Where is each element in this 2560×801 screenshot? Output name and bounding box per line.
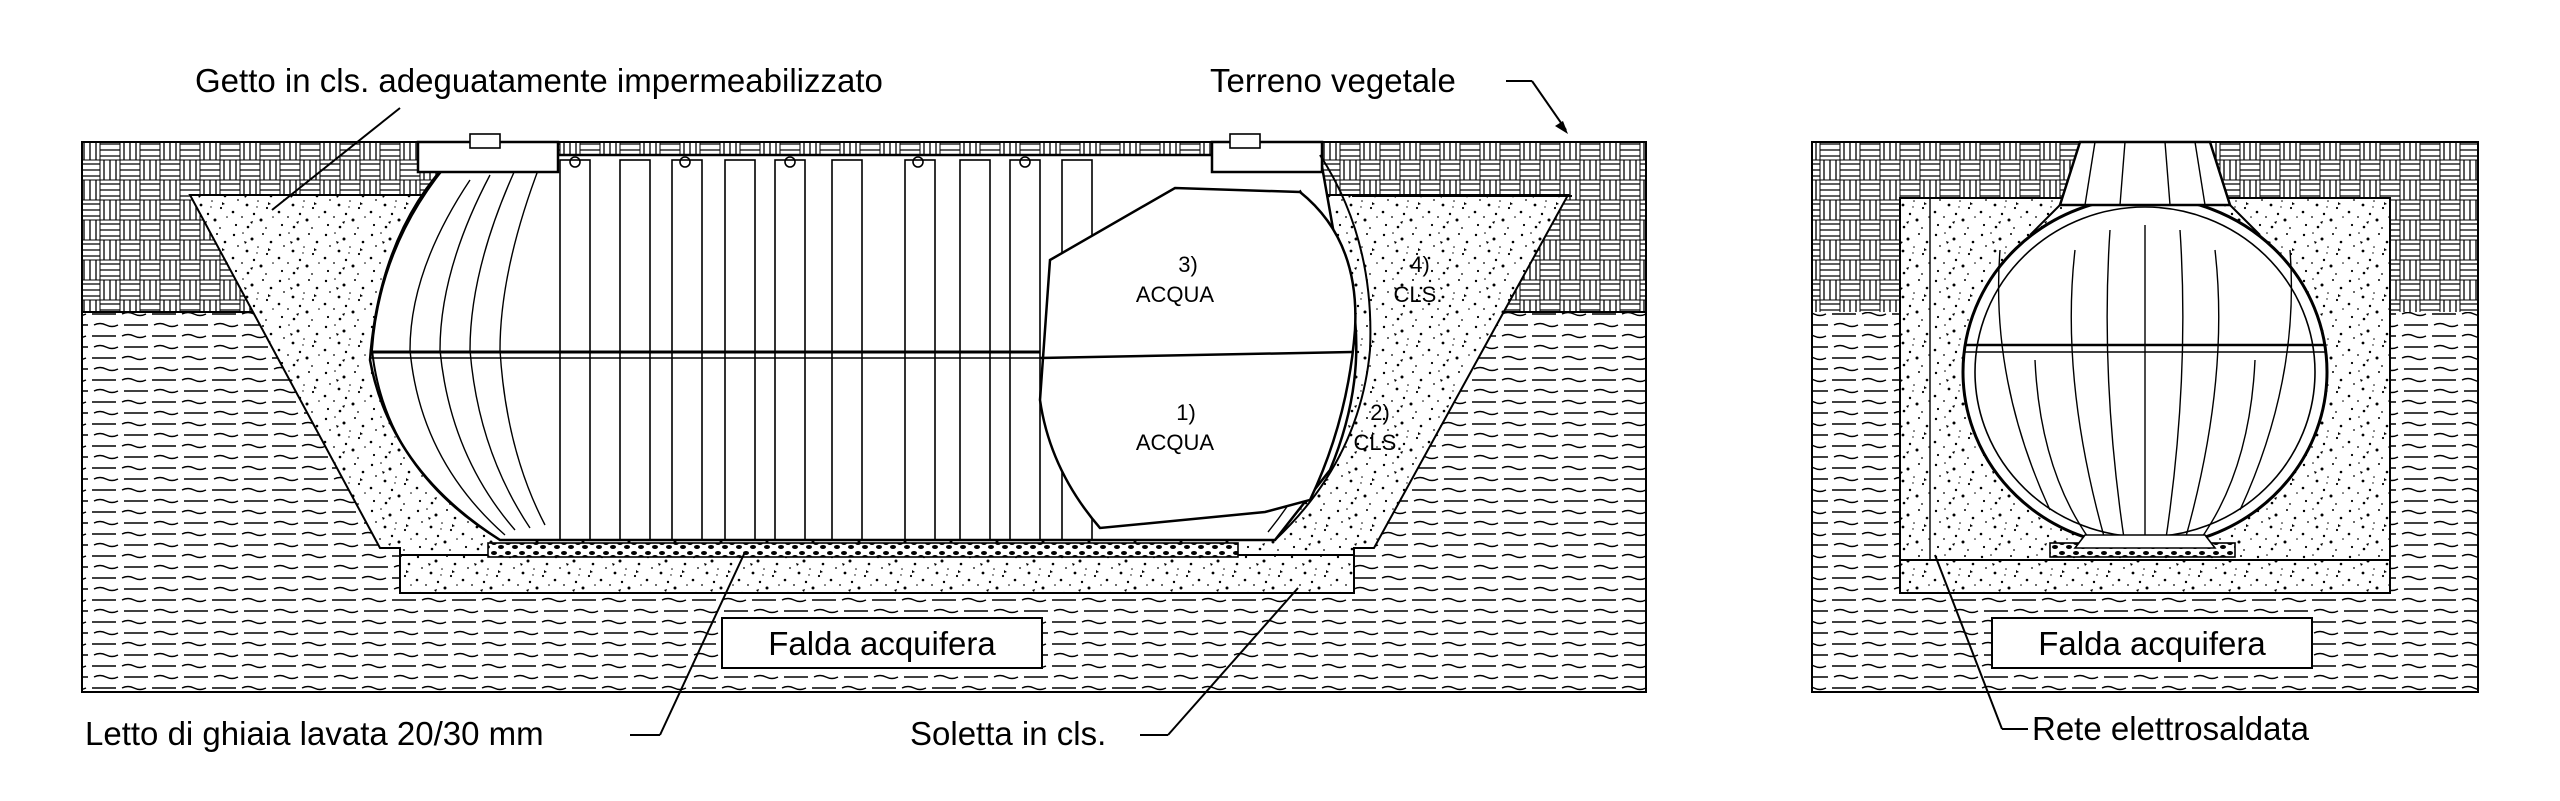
tank-corrugations <box>559 159 1093 541</box>
label-soletta: Soletta in cls. <box>910 715 1106 752</box>
stage-3-label: ACQUA <box>1136 282 1215 307</box>
gravel-bed <box>487 542 1239 558</box>
longitudinal-section: 3) ACQUA 1) ACQUA 4) CLS. 2) CLS. Falda … <box>81 133 1647 693</box>
stage-2-num: 2) <box>1370 400 1390 425</box>
label-letto: Letto di ghiaia lavata 20/30 mm <box>85 715 544 752</box>
falda-label-left: Falda acquifera <box>768 625 996 662</box>
transverse-section: Falda acquifera <box>1811 140 2479 693</box>
tank-right <box>1961 140 2329 549</box>
falda-box-right <box>1991 617 2313 669</box>
stage-1-num: 1) <box>1176 400 1196 425</box>
falda-box-left <box>721 617 1043 669</box>
label-terreno: Terreno vegetale <box>1210 62 1456 99</box>
cutaway-panel <box>1038 186 1357 530</box>
label-getto: Getto in cls. adeguatamente impermeabili… <box>195 62 883 99</box>
stage-4-num: 4) <box>1410 252 1430 277</box>
concrete-slab <box>399 554 1355 594</box>
manhole-right <box>1210 140 1324 174</box>
stage-3-num: 3) <box>1178 252 1198 277</box>
stage-1-label: ACQUA <box>1136 430 1215 455</box>
stage-2-label: CLS. <box>1354 430 1403 455</box>
label-rete: Rete elettrosaldata <box>2032 710 2310 747</box>
falda-label-right: Falda acquifera <box>2038 625 2266 662</box>
stage-4-label: CLS. <box>1394 282 1443 307</box>
callouts: Getto in cls. adeguatamente impermeabili… <box>85 62 2310 752</box>
